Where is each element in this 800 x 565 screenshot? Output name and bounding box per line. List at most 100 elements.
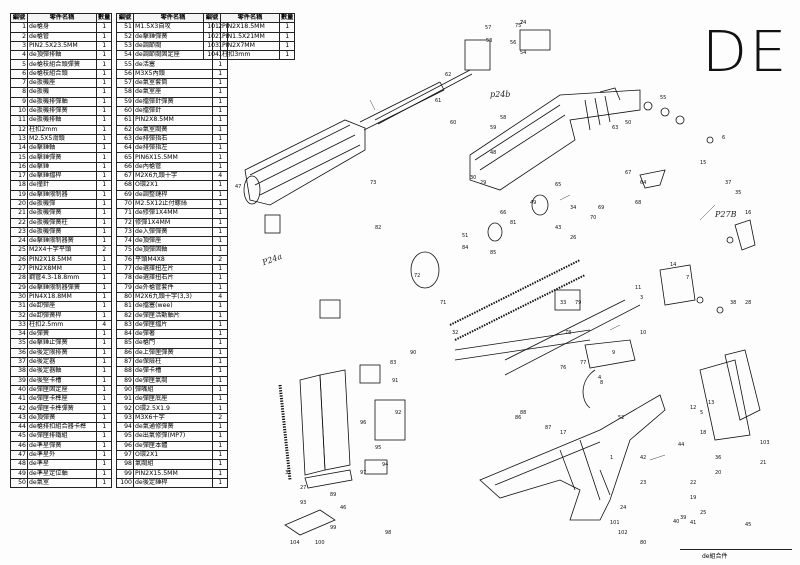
- callout-number: 90: [410, 350, 417, 356]
- callout-number: 39: [680, 515, 687, 521]
- callout-number: 89: [330, 492, 337, 498]
- callout-number: 60: [450, 120, 457, 126]
- callout-number: 55: [660, 95, 667, 101]
- de-mark: DE: [701, 20, 789, 85]
- callout-number: 12: [690, 405, 697, 411]
- block: [319, 299, 341, 319]
- callout-number: 88: [520, 410, 527, 416]
- callout-number: 74: [520, 20, 527, 26]
- callout-number: 48: [490, 150, 497, 156]
- callout-number: 17: [560, 430, 567, 436]
- callout-number: 93: [300, 500, 307, 506]
- callout-number: 100: [315, 540, 325, 546]
- callout-number: 73: [370, 180, 377, 186]
- callout-number: 2: [520, 20, 524, 26]
- callout-number: 71: [440, 300, 447, 306]
- callout-number: 26: [570, 235, 577, 241]
- callout-number: 101: [610, 520, 620, 526]
- part-qty: 1: [211, 477, 229, 489]
- callout-number: 5: [700, 410, 704, 416]
- callout-number: 15: [700, 160, 707, 166]
- callout-number: 42: [640, 455, 647, 461]
- screw: [706, 136, 714, 144]
- slide-stop: [659, 264, 696, 306]
- callout-number: 92: [395, 410, 402, 416]
- callout-number: 56: [510, 40, 517, 46]
- recoil-spring: [449, 259, 581, 326]
- callout-number: 1: [610, 455, 614, 461]
- callout-number: 24: [620, 505, 627, 511]
- block: [364, 459, 388, 475]
- callout-number: 25: [700, 510, 707, 516]
- callout-number: 65: [555, 182, 562, 188]
- callout-number: 38: [730, 300, 737, 306]
- callout-number: 18: [700, 430, 707, 436]
- callout-number: 8: [600, 380, 604, 386]
- callout-number: 4: [598, 375, 602, 381]
- callout-number: 47: [235, 184, 242, 190]
- table-header-row: 編號 零件名稱 數量: [10, 12, 113, 24]
- callout-number: 97: [360, 470, 367, 476]
- part-qty: 1: [95, 477, 113, 489]
- callout-number: 34: [570, 205, 577, 211]
- callout-number: 98: [385, 530, 392, 536]
- callout-number: 70: [590, 215, 597, 221]
- slide: [469, 87, 641, 191]
- callout-number: 31: [285, 470, 292, 476]
- callout-number: 27: [300, 485, 307, 491]
- callout-number: 94: [382, 462, 389, 468]
- cylinder: [531, 194, 549, 216]
- block: [464, 39, 491, 71]
- part-qty: 1: [278, 50, 296, 61]
- callout-number: 99: [330, 525, 337, 531]
- block: [519, 29, 551, 51]
- callout-number: 87: [545, 425, 552, 431]
- callout-number: 19: [690, 495, 697, 501]
- block: [554, 289, 581, 311]
- callout-number: 41: [690, 520, 697, 526]
- block: [359, 364, 381, 384]
- callout-number: 46: [340, 505, 347, 511]
- trigger: [582, 369, 596, 409]
- callout-number: 91: [392, 378, 399, 384]
- callout-number: 63: [612, 125, 619, 131]
- callout-number: 78: [565, 330, 572, 336]
- callout-number: 54: [520, 50, 527, 56]
- callout-number: 81: [510, 220, 517, 226]
- callout-number: 58: [500, 115, 507, 121]
- callout-number: 82: [375, 225, 382, 231]
- callout-number: 64: [640, 180, 647, 186]
- callout-number: 3: [640, 295, 644, 301]
- nozzle: [487, 222, 503, 242]
- block: [264, 214, 281, 234]
- callout-number: 7: [686, 275, 690, 281]
- callout-number: 33: [560, 300, 567, 306]
- long-pin: [504, 299, 626, 361]
- title-block: de組合件: [680, 549, 792, 560]
- screw: [643, 101, 653, 111]
- callout-number: 20: [715, 470, 722, 476]
- screw: [696, 296, 704, 304]
- callout-number: 79: [575, 300, 582, 306]
- callout-number: 49: [530, 200, 537, 206]
- long-pin-2: [504, 304, 641, 376]
- callout-number: 59: [490, 125, 497, 131]
- screw: [675, 115, 685, 125]
- callout-number: 69: [598, 205, 605, 211]
- callout-number: 62: [445, 72, 452, 78]
- callout-number: 21: [760, 460, 767, 466]
- callout-number: 77: [580, 360, 587, 366]
- callout-number: 96: [360, 420, 367, 426]
- inner-barrel: [374, 69, 473, 125]
- callout-number: 11: [635, 285, 642, 291]
